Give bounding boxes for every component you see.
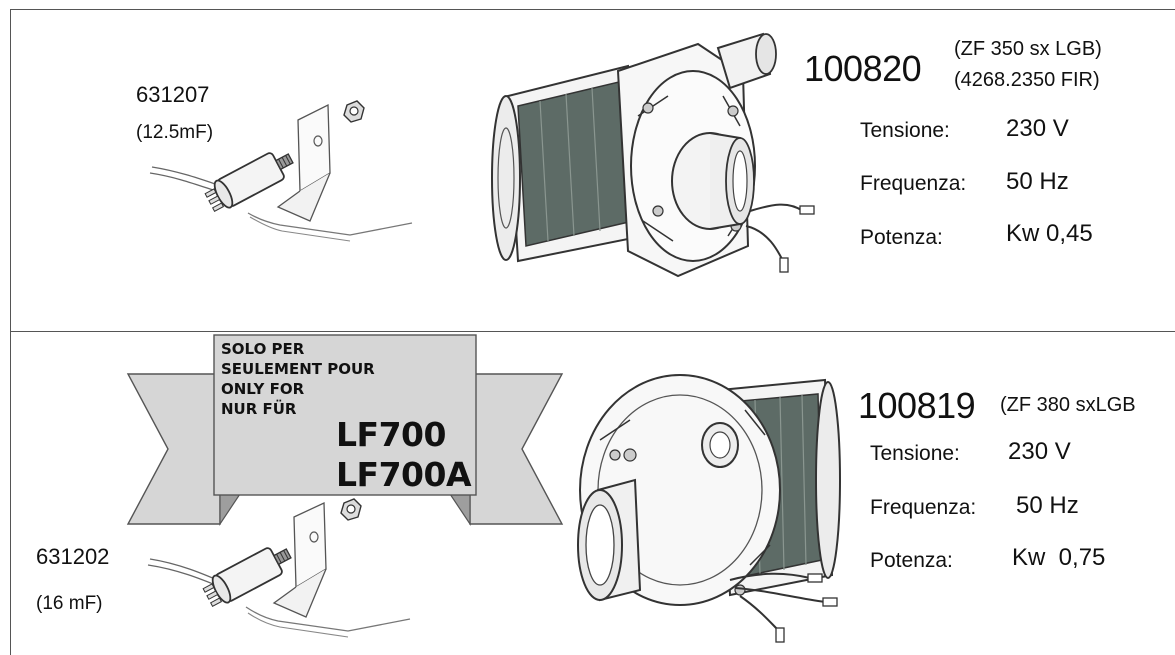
pump-1-drawing <box>491 32 815 278</box>
pump-1-power-label: Potenza: <box>860 226 943 249</box>
pump-2-ref-1: (ZF 380 sxLGB <box>1000 394 1136 416</box>
pump-1-frequency-label: Frequenza: <box>860 172 967 195</box>
banner-model-1: LF700 <box>336 415 446 454</box>
pump-1-frequency-value: 50 Hz <box>1006 168 1069 195</box>
capacitor-1-drawing <box>149 100 413 242</box>
pump-2-power-label: Potenza: <box>870 549 953 572</box>
banner-line-2: SEULEMENT POUR <box>221 360 375 378</box>
banner-line-1: SOLO PER <box>221 340 305 358</box>
pump-1-code: 100820 <box>804 48 922 89</box>
pump-2-drawing <box>577 374 841 643</box>
pump-1-ref-1: (ZF 350 sx LGB) <box>954 38 1102 60</box>
banner-line-3: ONLY FOR <box>221 380 305 398</box>
part-panel-2 <box>10 331 1175 655</box>
pump-1-ref-2: (4268.2350 FIR) <box>954 69 1100 91</box>
pump-2-code: 100819 <box>858 385 976 426</box>
capacitor-2-drawing <box>147 498 411 638</box>
pump-1-power-value: Kw 0,45 <box>1006 220 1093 247</box>
pump-2-frequency-value: 50 Hz <box>1016 492 1079 519</box>
capacitor-2-code: 631202 <box>36 544 110 569</box>
pump-2-voltage-label: Tensione: <box>870 442 960 465</box>
pump-2-frequency-label: Frequenza: <box>870 496 977 519</box>
capacitor-1-value: (12.5mF) <box>136 122 214 143</box>
restriction-banner <box>126 334 564 526</box>
banner-line-4: NUR FÜR <box>221 400 297 418</box>
pump-2-power-value: Kw 0,75 <box>1012 544 1106 571</box>
pump-2-voltage-value: 230 V <box>1008 438 1071 465</box>
part-panel-1 <box>10 9 1175 331</box>
banner-model-2: LF700A <box>336 455 472 494</box>
capacitor-2-value: (16 mF) <box>36 593 103 614</box>
pump-1-voltage-value: 230 V <box>1006 115 1069 142</box>
capacitor-1-code: 631207 <box>136 82 210 107</box>
pump-1-voltage-label: Tensione: <box>860 119 950 142</box>
